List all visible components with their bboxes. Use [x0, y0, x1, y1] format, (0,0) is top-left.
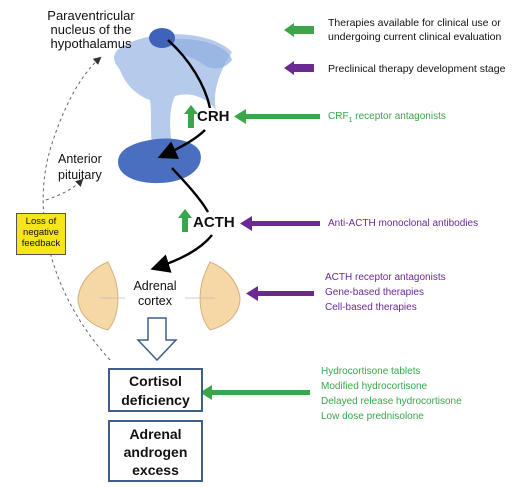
crh-increase-arrow-icon [184, 105, 198, 128]
adrenal-androgen-excess-box: Adrenal androgen excess [108, 420, 203, 482]
pvn-to-crh-arrow [167, 39, 212, 109]
acth-to-adrenal-arrow [150, 234, 213, 273]
crh-label: CRH [197, 108, 230, 125]
acth-increase-arrow-icon [178, 209, 192, 232]
list-item: Hydrocortisone tablets [321, 366, 421, 377]
crh-therapy-text: CRF1 receptor antagonists [328, 111, 446, 124]
pituitary-label: Anterior pituitary [58, 152, 102, 182]
feedback-dashed-arrow-pituitary [45, 178, 84, 201]
acth-label: ACTH [193, 214, 235, 231]
pvn-nucleus [149, 28, 175, 48]
pvn-label: Paraventricular nucleus of the hypothala… [47, 8, 135, 51]
crh-therapy-arrow [234, 109, 320, 124]
loss-of-negative-feedback-box: Loss of negative feedback [16, 213, 66, 255]
left-adrenal-gland [77, 261, 119, 331]
list-item: Gene-based therapies [325, 287, 424, 298]
right-adrenal-gland [199, 261, 241, 331]
feedback-dashed-arrow [42, 56, 111, 361]
legend-preclinical-text: Preclinical therapy development stage [328, 63, 506, 75]
list-item: ACTH receptor antagonists [325, 272, 446, 283]
acth-therapy-text: Anti-ACTH monoclonal antibodies [328, 218, 479, 229]
adrenal-therapy-list: ACTH receptor antagonists Gene-based the… [325, 270, 446, 315]
adrenal-therapy-arrow [246, 286, 314, 301]
crh-to-pituitary-arrow [157, 129, 206, 159]
list-item: Cell-based therapies [325, 302, 417, 313]
cortisol-therapy-list: Hydrocortisone tablets Modified hydrocor… [321, 364, 462, 424]
legend-clinical-text: Therapies available for clinical use or … [328, 17, 502, 43]
cortisol-deficiency-box: Cortisol deficiency [108, 368, 203, 412]
cortisol-therapy-arrow [200, 385, 310, 400]
acth-therapy-arrow [240, 216, 320, 231]
pituitary-shape [118, 138, 201, 184]
hypothalamus-shape [114, 34, 232, 150]
legend-preclinical-arrow-icon [284, 61, 294, 75]
list-item: Delayed release hydrocortisone [321, 396, 462, 407]
adrenal-cortex-label: Adrenal cortex [133, 279, 177, 308]
list-item: Modified hydrocortisone [321, 381, 428, 392]
list-item: Low dose prednisolone [321, 411, 424, 422]
pituitary-to-acth-arrow [171, 167, 210, 213]
adrenal-to-cortisol-hollow-arrow [136, 317, 178, 362]
